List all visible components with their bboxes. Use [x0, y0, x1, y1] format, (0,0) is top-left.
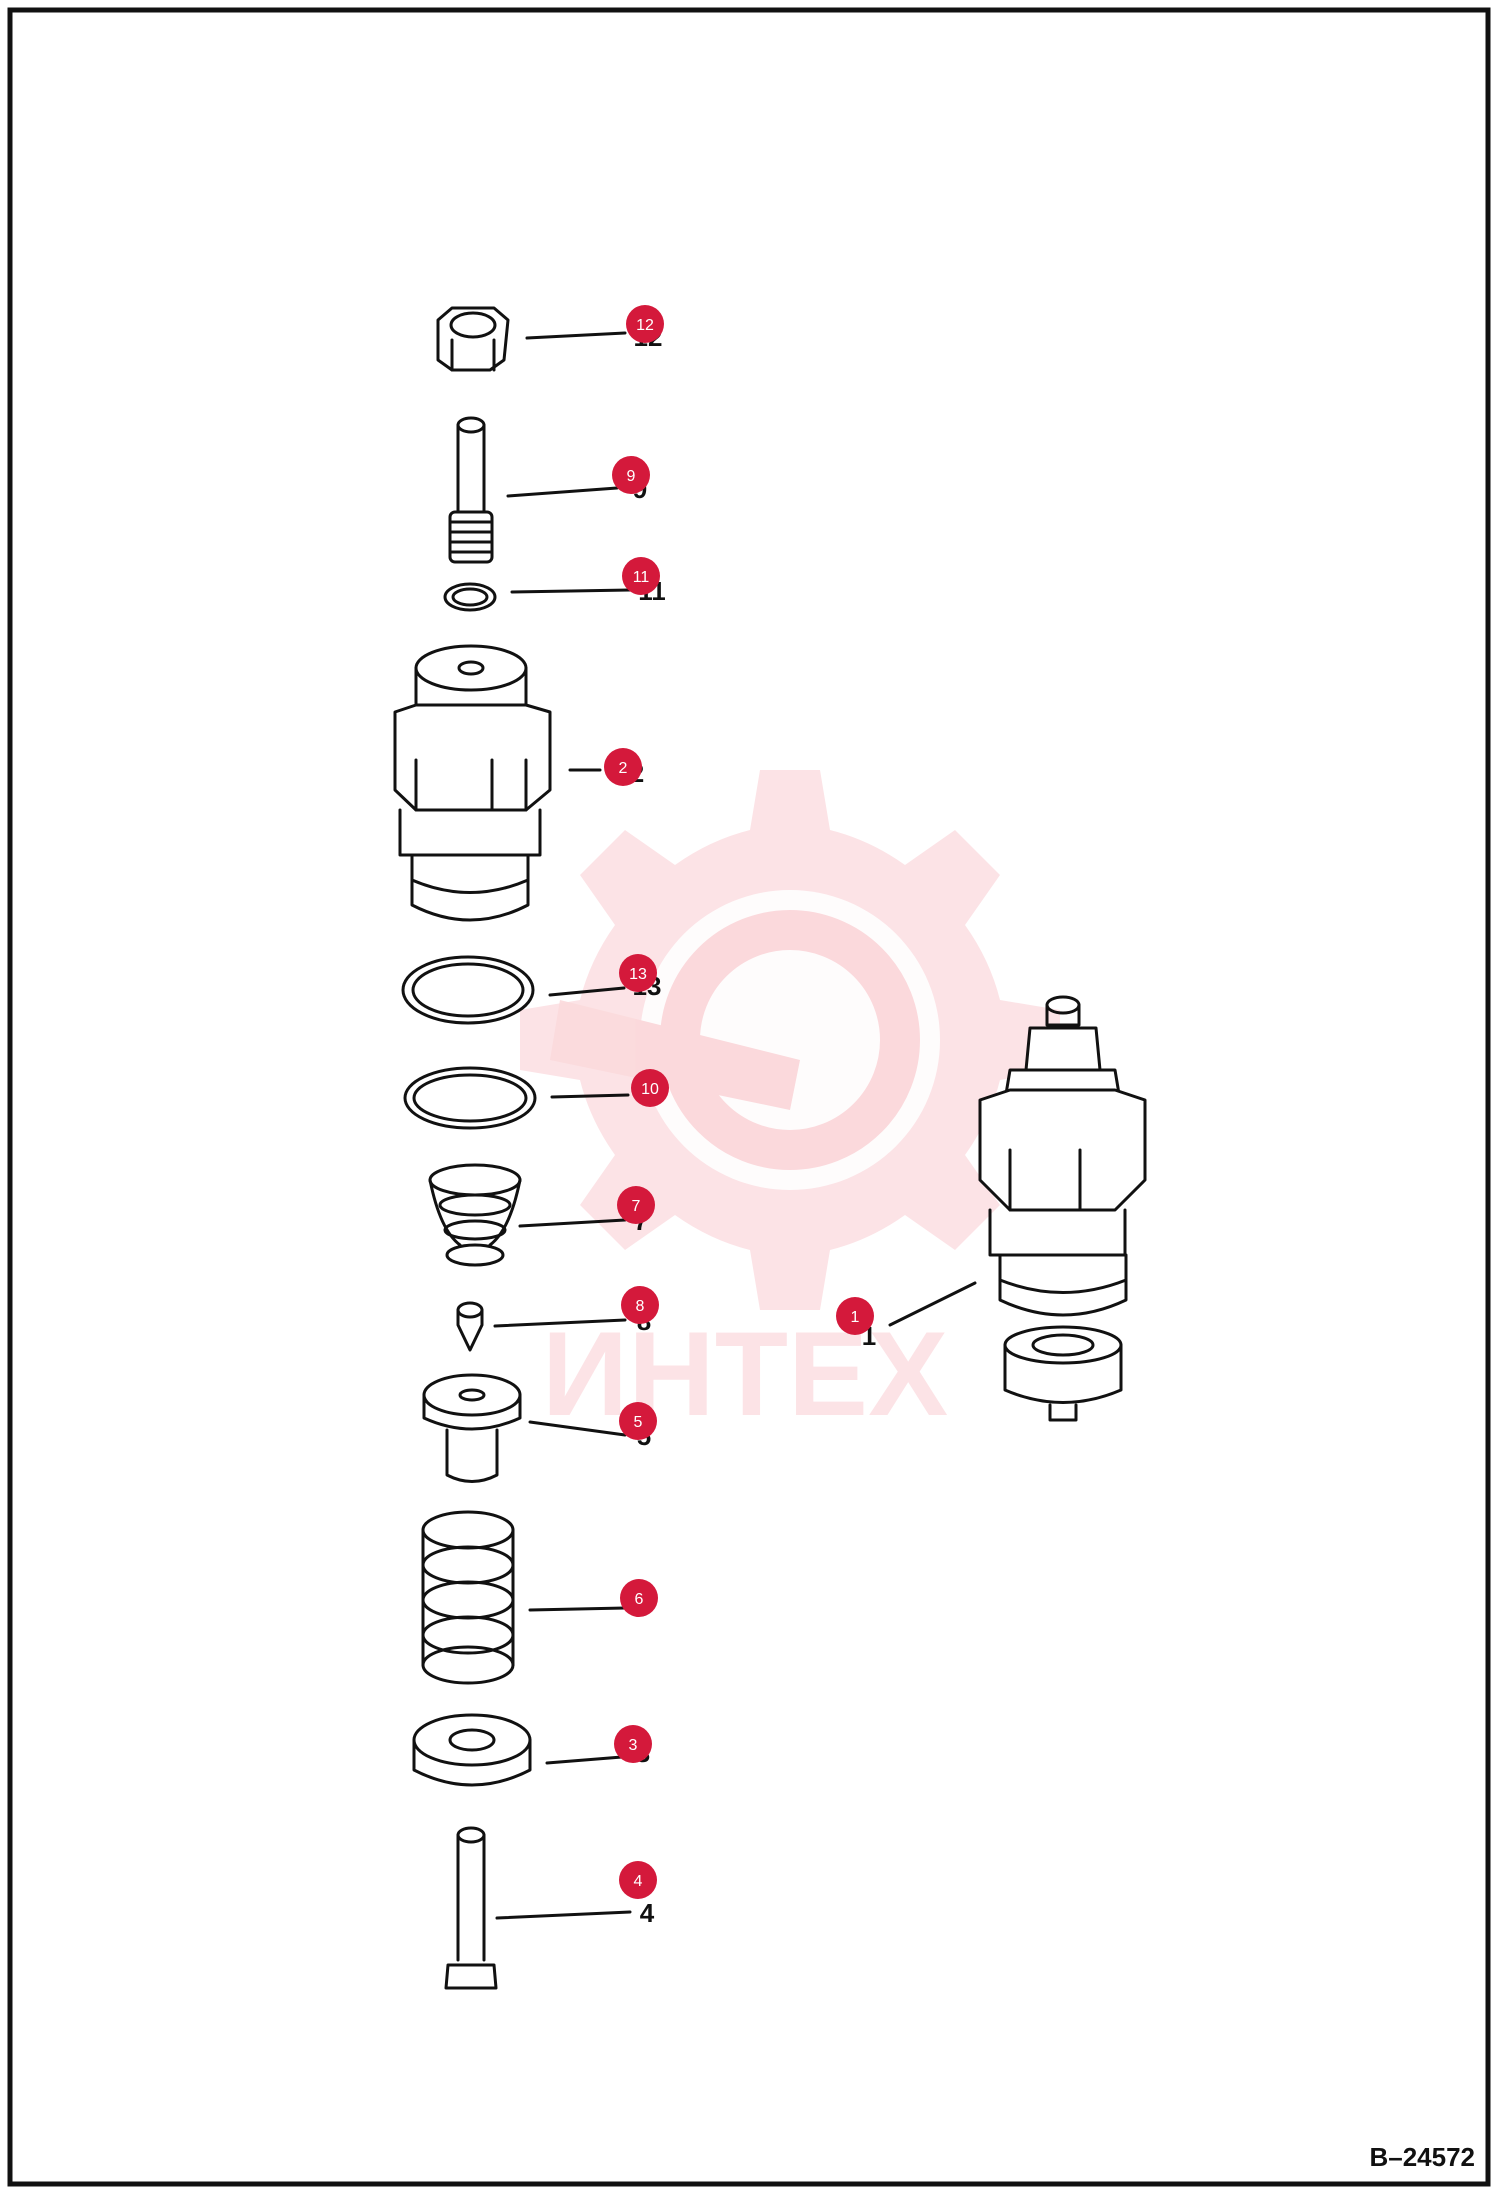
marker-5-label: 5 — [634, 1414, 643, 1431]
part-markers: 12 9 11 2 13 10 7 8 — [604, 305, 874, 1899]
marker-part-5[interactable]: 5 — [619, 1402, 657, 1440]
leader-8 — [493, 1318, 627, 1328]
leader-13 — [548, 986, 626, 997]
nut-drawing — [436, 306, 510, 372]
marker-9-label: 9 — [627, 468, 636, 485]
marker-part-11[interactable]: 11 — [622, 557, 660, 595]
marker-part-6[interactable]: 6 — [620, 1579, 658, 1617]
leader-11 — [510, 588, 632, 594]
marker-6-label: 6 — [635, 1591, 644, 1608]
o-ring-large-drawing — [403, 1066, 537, 1130]
spring-large-drawing — [421, 1510, 515, 1685]
marker-10-label: 10 — [641, 1081, 659, 1098]
marker-part-12[interactable]: 12 — [626, 305, 664, 343]
marker-part-7[interactable]: 7 — [617, 1186, 655, 1224]
poppet-drawing — [456, 1301, 484, 1352]
watermark-text: ИНТЕХ — [542, 1307, 948, 1441]
marker-2-label: 2 — [619, 760, 628, 777]
marker-part-4[interactable]: 4 — [619, 1861, 657, 1899]
adjusting-screw-drawing — [448, 416, 494, 564]
piston-drawing — [422, 1373, 522, 1483]
leader-9 — [506, 486, 619, 498]
leader-10 — [550, 1093, 630, 1099]
leader-12 — [525, 331, 627, 340]
marker-part-3[interactable]: 3 — [614, 1725, 652, 1763]
leader-6 — [528, 1606, 627, 1612]
backup-ring-drawing — [401, 955, 535, 1025]
marker-13-label: 13 — [629, 966, 647, 983]
valve-body-drawing — [393, 644, 552, 922]
marker-8-label: 8 — [636, 1298, 645, 1315]
spring-small-drawing — [428, 1163, 522, 1267]
leader-7 — [518, 1218, 627, 1228]
relief-valve-assembly-drawing — [978, 995, 1147, 1422]
marker-part-10[interactable]: 10 — [631, 1069, 669, 1107]
marker-part-2[interactable]: 2 — [604, 748, 642, 786]
marker-part-8[interactable]: 8 — [621, 1286, 659, 1324]
marker-1-label: 1 — [851, 1309, 860, 1326]
o-ring-small-drawing — [443, 582, 497, 612]
spring-seat-drawing — [412, 1713, 532, 1787]
marker-12-label: 12 — [636, 317, 654, 334]
leader-1 — [888, 1281, 977, 1327]
marker-3-label: 3 — [629, 1737, 638, 1754]
leader-lines — [493, 331, 977, 1920]
watermark-logo-inner — [550, 890, 940, 1190]
marker-7-label: 7 — [632, 1198, 641, 1215]
marker-4-label: 4 — [634, 1873, 643, 1890]
figure-id: B–24572 — [1369, 2142, 1475, 2172]
callout-4: 4 — [640, 1898, 655, 1928]
marker-part-9[interactable]: 9 — [612, 456, 650, 494]
diagram-border — [7, 7, 1491, 2187]
marker-part-13[interactable]: 13 — [619, 954, 657, 992]
leader-5 — [528, 1420, 627, 1437]
marker-11-label: 11 — [633, 569, 650, 586]
leader-4 — [495, 1910, 632, 1920]
bolt-drawing — [444, 1826, 498, 1990]
leader-3 — [545, 1755, 624, 1765]
marker-part-1[interactable]: 1 — [836, 1297, 874, 1335]
